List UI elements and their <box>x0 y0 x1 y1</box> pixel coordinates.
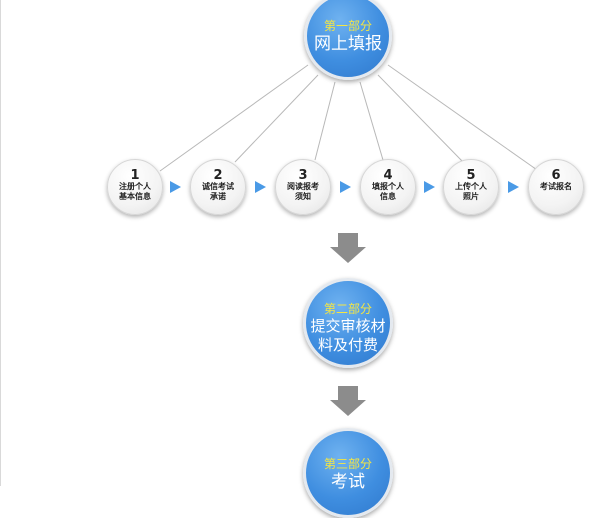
part1-circle: 第一部分 网上填报 <box>304 0 392 80</box>
arrow-right-icon <box>340 181 351 193</box>
part1-label: 第一部分 <box>323 19 372 33</box>
part2-title-line1: 提交审核材 <box>310 317 386 335</box>
step-3-number: 3 <box>298 168 308 183</box>
connector-line-5 <box>377 74 464 163</box>
step-4: 4 填报个人 信息 <box>360 159 416 215</box>
part2-title-line2: 料及付费 <box>317 336 378 354</box>
step-4-number: 4 <box>383 168 393 183</box>
arrow-down-icon <box>330 386 366 416</box>
page-border-line <box>0 0 1 486</box>
connector-line-6 <box>387 64 541 173</box>
part1-title: 网上填报 <box>314 34 382 54</box>
step-3-label: 阅读报考 须知 <box>287 182 319 201</box>
connector-line-4 <box>359 81 384 161</box>
connector-line-3 <box>314 81 336 161</box>
step-4-label: 填报个人 信息 <box>372 182 404 201</box>
connector-lines <box>159 64 541 173</box>
arrow-down-icon <box>330 233 366 263</box>
step-2-label: 诚信考试 承诺 <box>202 182 234 201</box>
part3-title: 考试 <box>331 472 365 492</box>
step-1-number: 1 <box>130 168 140 183</box>
step-2-number: 2 <box>213 168 223 183</box>
step-5-number: 5 <box>466 168 476 183</box>
part2-circle: 第二部分 提交审核材 料及付费 <box>303 278 393 368</box>
arrow-right-icon <box>170 181 181 193</box>
step-5: 5 上传个人 照片 <box>443 159 499 215</box>
connector-line-2 <box>234 74 319 163</box>
connector-line-1 <box>159 64 309 172</box>
step-6: 6 考试报名 <box>528 159 584 215</box>
arrow-right-icon <box>508 181 519 193</box>
arrow-right-icon <box>255 181 266 193</box>
part2-label: 第二部分 <box>323 302 372 316</box>
part3-label: 第三部分 <box>323 457 372 471</box>
part3-circle: 第三部分 考试 <box>303 428 393 518</box>
step-2: 2 诚信考试 承诺 <box>190 159 246 215</box>
step-3: 3 阅读报考 须知 <box>275 159 331 215</box>
step-6-label: 考试报名 <box>540 182 572 191</box>
step-1: 1 注册个人 基本信息 <box>107 159 163 215</box>
step-5-label: 上传个人 照片 <box>455 182 487 201</box>
step-1-label: 注册个人 基本信息 <box>119 182 151 201</box>
step-6-number: 6 <box>551 168 561 183</box>
arrow-right-icon <box>424 181 435 193</box>
